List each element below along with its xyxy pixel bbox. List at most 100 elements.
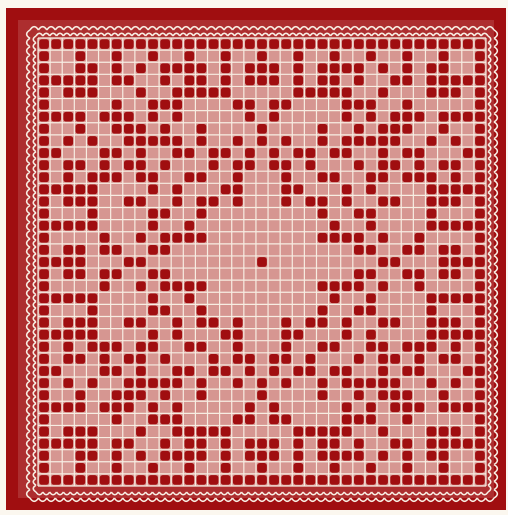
- filled-block: [209, 366, 219, 376]
- filled-block: [378, 427, 388, 437]
- filled-block: [124, 402, 134, 412]
- filled-block: [354, 354, 364, 364]
- filled-block: [439, 390, 449, 400]
- filled-block: [281, 330, 291, 340]
- filled-block: [390, 378, 400, 388]
- filled-block: [233, 197, 243, 207]
- filled-block: [475, 342, 485, 352]
- filled-block: [76, 197, 86, 207]
- filled-block: [39, 475, 49, 485]
- filled-block: [39, 366, 49, 376]
- filled-block: [257, 76, 267, 86]
- filled-block: [148, 245, 158, 255]
- filled-block: [330, 366, 340, 376]
- filled-block: [330, 39, 340, 49]
- filled-block: [330, 172, 340, 182]
- filled-block: [306, 475, 316, 485]
- filled-block: [39, 124, 49, 134]
- filled-block: [354, 475, 364, 485]
- filled-block: [366, 100, 376, 110]
- filled-block: [124, 136, 134, 146]
- filled-block: [124, 475, 134, 485]
- filled-block: [293, 39, 303, 49]
- filled-block: [221, 184, 231, 194]
- filled-block: [439, 63, 449, 73]
- filled-block: [402, 451, 412, 461]
- filled-block: [100, 245, 110, 255]
- filled-block: [366, 293, 376, 303]
- filled-block: [415, 475, 425, 485]
- filled-block: [63, 160, 73, 170]
- filled-block: [51, 39, 61, 49]
- filled-block: [330, 51, 340, 61]
- filled-block: [451, 172, 461, 182]
- filled-block: [39, 184, 49, 194]
- filled-block: [306, 318, 316, 328]
- filled-block: [233, 184, 243, 194]
- filled-block: [318, 378, 328, 388]
- filled-block: [378, 39, 388, 49]
- filled-block: [330, 148, 340, 158]
- filled-block: [112, 475, 122, 485]
- filled-block: [63, 439, 73, 449]
- filled-block: [63, 475, 73, 485]
- filled-block: [318, 233, 328, 243]
- filled-block: [245, 112, 255, 122]
- filled-block: [136, 63, 146, 73]
- filled-block: [415, 245, 425, 255]
- filled-block: [463, 475, 473, 485]
- filled-block: [475, 245, 485, 255]
- filled-block: [136, 475, 146, 485]
- filled-block: [39, 51, 49, 61]
- filled-block: [124, 160, 134, 170]
- filled-block: [378, 172, 388, 182]
- filled-block: [378, 354, 388, 364]
- filled-block: [76, 245, 86, 255]
- filled-block: [197, 342, 207, 352]
- filled-block: [390, 390, 400, 400]
- filled-block: [318, 281, 328, 291]
- filled-block: [112, 76, 122, 86]
- filled-block: [88, 427, 98, 437]
- filled-block: [269, 354, 279, 364]
- filled-block: [136, 148, 146, 158]
- filled-block: [39, 415, 49, 425]
- filled-block: [415, 172, 425, 182]
- filled-block: [427, 221, 437, 231]
- filled-block: [76, 463, 86, 473]
- filled-block: [39, 233, 49, 243]
- filled-block: [293, 439, 303, 449]
- filled-block: [451, 197, 461, 207]
- filled-block: [184, 293, 194, 303]
- filled-block: [160, 245, 170, 255]
- filled-block: [402, 439, 412, 449]
- filled-block: [233, 330, 243, 340]
- filled-block: [209, 318, 219, 328]
- filled-block: [88, 63, 98, 73]
- filled-block: [306, 88, 316, 98]
- filled-block: [112, 415, 122, 425]
- filled-block: [63, 378, 73, 388]
- filled-block: [415, 342, 425, 352]
- filled-block: [475, 209, 485, 219]
- filled-block: [463, 257, 473, 267]
- filled-block: [475, 51, 485, 61]
- filled-block: [63, 221, 73, 231]
- filled-block: [184, 475, 194, 485]
- filled-block: [63, 197, 73, 207]
- filled-block: [136, 172, 146, 182]
- filled-block: [112, 439, 122, 449]
- filled-block: [390, 475, 400, 485]
- filled-block: [475, 184, 485, 194]
- filled-block: [390, 318, 400, 328]
- filled-block: [76, 475, 86, 485]
- filled-block: [415, 39, 425, 49]
- filled-block: [39, 281, 49, 291]
- filled-block: [172, 197, 182, 207]
- filled-block: [39, 354, 49, 364]
- filled-block: [318, 209, 328, 219]
- filled-block: [439, 451, 449, 461]
- filled-block: [160, 100, 170, 110]
- filled-block: [197, 63, 207, 73]
- filled-block: [415, 233, 425, 243]
